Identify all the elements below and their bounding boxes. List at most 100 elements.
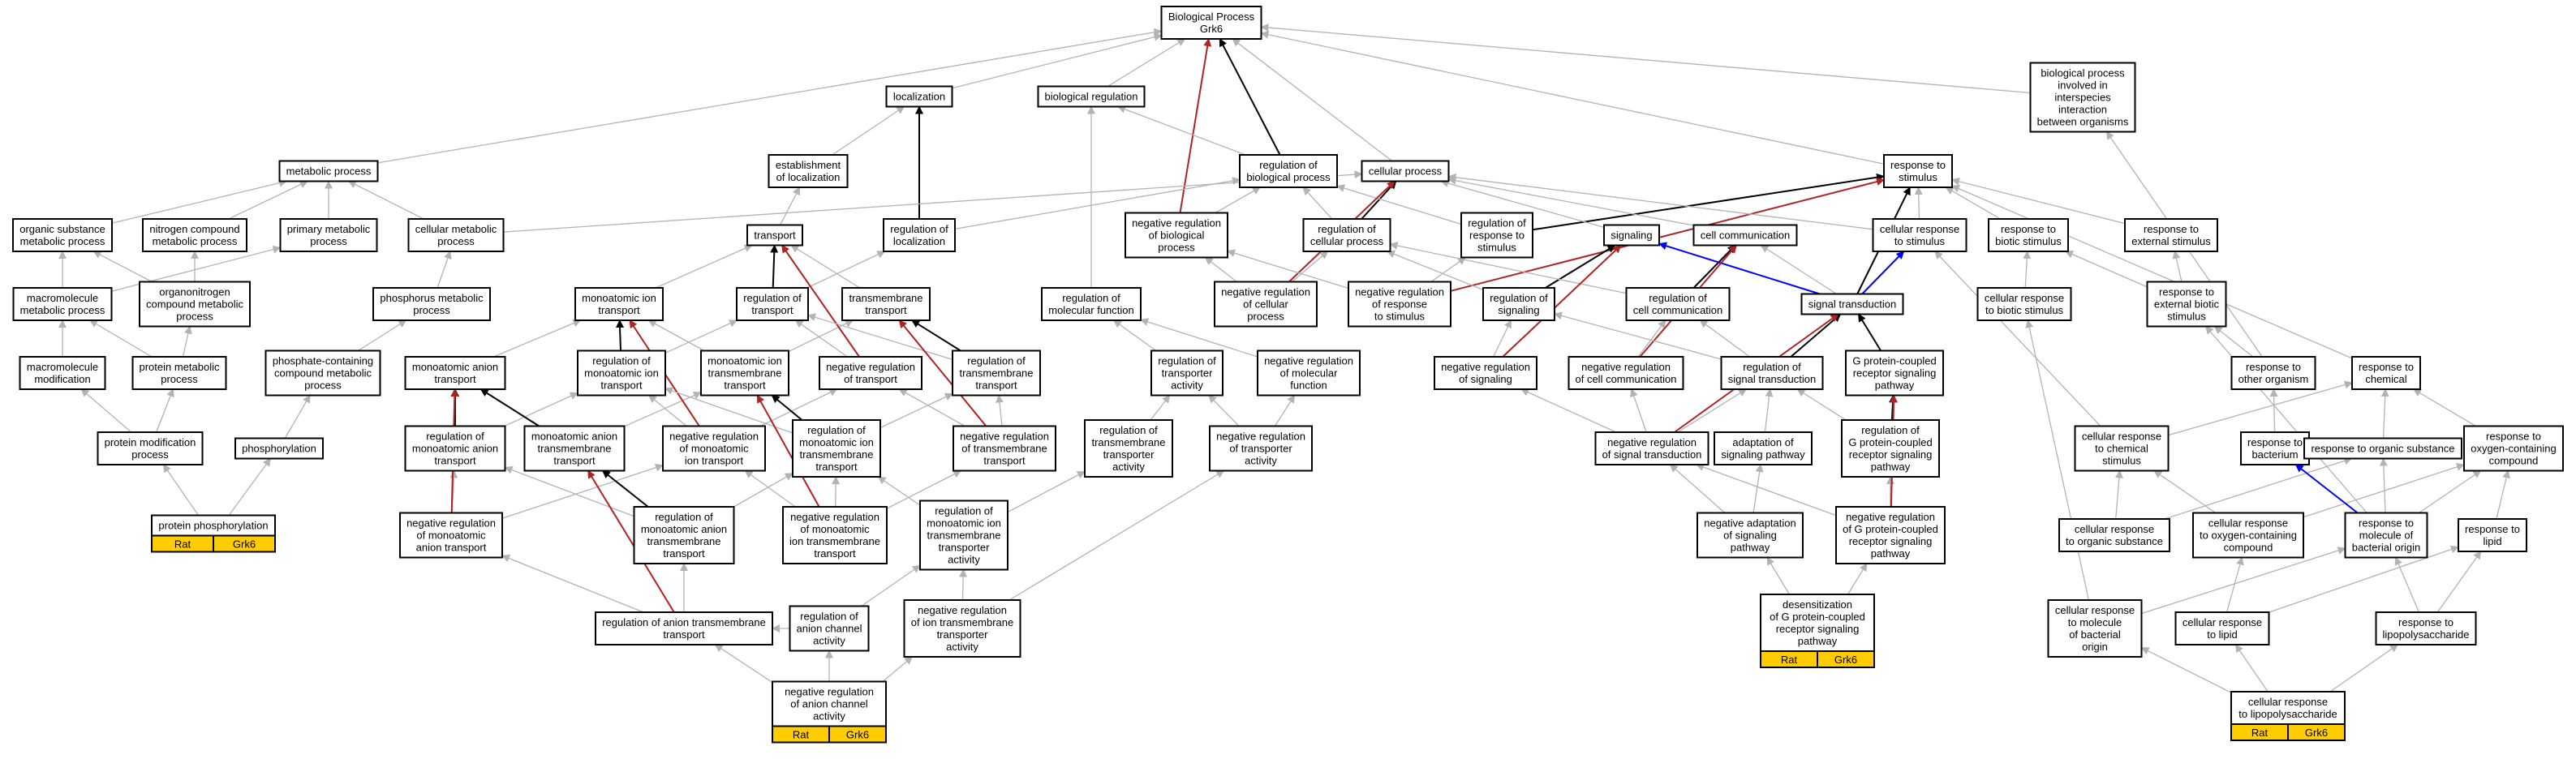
- edge-sigtrans-to-cellresp: [1861, 251, 1905, 295]
- term-node-phosph[interactable]: phosphorylation: [234, 437, 324, 460]
- term-node-signaling[interactable]: signaling: [1603, 224, 1660, 247]
- edge-regAnionTm-to-anionTm: [601, 470, 649, 508]
- edge-regsigtrans-to-regsig: [1554, 311, 1722, 360]
- term-node-metab[interactable]: metabolic process: [278, 160, 379, 182]
- term-node-loc[interactable]: localization: [885, 85, 953, 108]
- term-box: [789, 605, 870, 652]
- edge-iontm-to-transmem: [788, 319, 854, 353]
- term-node-sigtrans[interactable]: signal transduction: [1800, 293, 1904, 315]
- term-label-line: phosphorylation: [242, 443, 316, 455]
- term-node-regtmtransact[interactable]: regulation oftransmembranetransporteract…: [1084, 419, 1173, 478]
- term-node-biore[interactable]: biological regulation: [1037, 85, 1146, 108]
- term-node-orgsubresp[interactable]: response to organic substance: [2303, 437, 2462, 460]
- term-label-line: transport: [598, 304, 640, 316]
- term-node-cellcomm[interactable]: cell communication: [1692, 224, 1798, 247]
- term-node-cellp[interactable]: cellular process: [1361, 160, 1450, 182]
- edge-regtransport-to-regloc: [806, 251, 886, 289]
- edge-oxyresp-to-chemical: [2412, 388, 2476, 427]
- term-node-transport[interactable]: transport: [746, 224, 803, 247]
- term-box: [1209, 425, 1313, 472]
- term-node-protphos[interactable]: protein phosphorylation: [151, 514, 276, 537]
- term-node-regAnionTmT[interactable]: regulation of anion transmembranetranspo…: [595, 611, 773, 645]
- term-label-line: G protein-coupled: [1848, 436, 1932, 448]
